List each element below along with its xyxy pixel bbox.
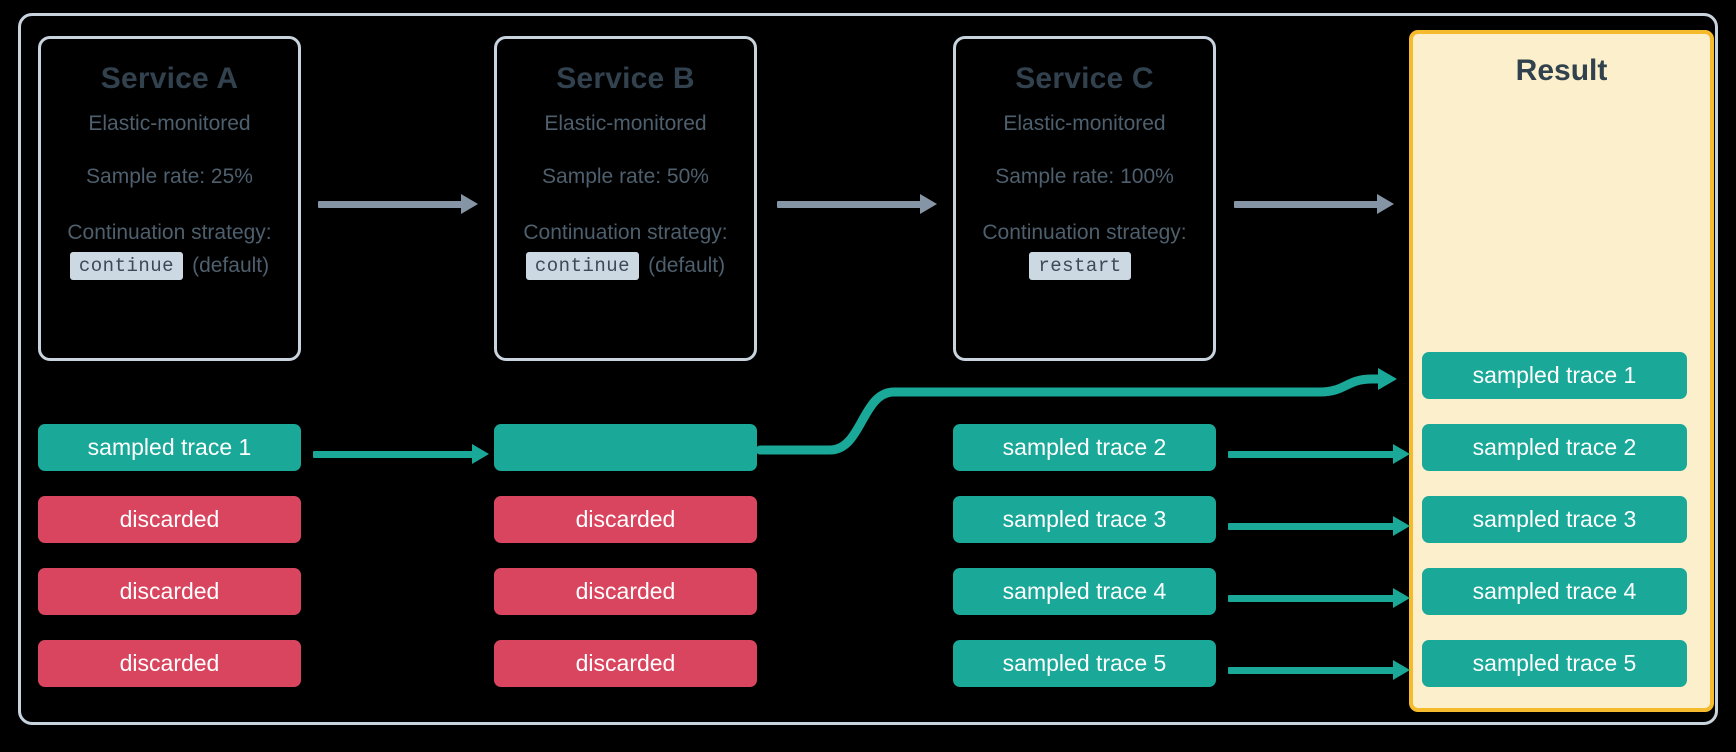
service-b-strategy-note: (default) (648, 253, 726, 277)
service-b-strategy-row: continue (default) (525, 251, 726, 280)
trace-pill-c-2: sampled trace 3 (953, 496, 1216, 543)
service-a-sample-rate: Sample rate: 25% (86, 165, 253, 189)
service-c-title: Service C (1015, 62, 1154, 95)
service-b-strategy-value: continue (525, 251, 640, 280)
service-b-title: Service B (556, 62, 695, 95)
trace-pill-a-4: discarded (38, 640, 301, 687)
trace-pill-b-2: discarded (494, 496, 757, 543)
service-card-b: Service B Elastic-monitored Sample rate:… (494, 36, 757, 361)
result-trace-pill-2: sampled trace 2 (1422, 424, 1687, 471)
service-card-c: Service C Elastic-monitored Sample rate:… (953, 36, 1216, 361)
service-a-title: Service A (100, 62, 239, 95)
service-c-subtitle: Elastic-monitored (1003, 112, 1166, 135)
trace-pill-c-1: sampled trace 2 (953, 424, 1216, 471)
trace-pill-a-3: discarded (38, 568, 301, 615)
service-card-a: Service A Elastic-monitored Sample rate:… (38, 36, 301, 361)
trace-pill-b-3: discarded (494, 568, 757, 615)
service-a-strategy-label: Continuation strategy: (67, 221, 272, 245)
trace-pill-b-4: discarded (494, 640, 757, 687)
service-c-strategy-row: restart (1029, 251, 1139, 280)
service-b-strategy-label: Continuation strategy: (523, 221, 728, 245)
trace-pill-c-4: sampled trace 5 (953, 640, 1216, 687)
service-a-strategy-value: continue (69, 251, 184, 280)
trace-pill-a-1: sampled trace 1 (38, 424, 301, 471)
service-c-sample-rate: Sample rate: 100% (995, 165, 1174, 189)
trace-pill-c-3: sampled trace 4 (953, 568, 1216, 615)
service-c-strategy-value: restart (1029, 251, 1131, 280)
trace-pill-a-2: discarded (38, 496, 301, 543)
service-b-sample-rate: Sample rate: 50% (542, 165, 709, 189)
result-trace-pill-1: sampled trace 1 (1422, 352, 1687, 399)
service-a-strategy-note: (default) (192, 253, 270, 277)
service-b-subtitle: Elastic-monitored (544, 112, 707, 135)
result-trace-pill-4: sampled trace 4 (1422, 568, 1687, 615)
result-trace-pill-3: sampled trace 3 (1422, 496, 1687, 543)
trace-pill-b-1 (494, 424, 757, 471)
service-c-strategy-label: Continuation strategy: (982, 221, 1187, 245)
result-title: Result (1515, 54, 1608, 87)
service-a-strategy-row: continue (default) (69, 251, 270, 280)
result-trace-pill-5: sampled trace 5 (1422, 640, 1687, 687)
service-a-subtitle: Elastic-monitored (88, 112, 251, 135)
